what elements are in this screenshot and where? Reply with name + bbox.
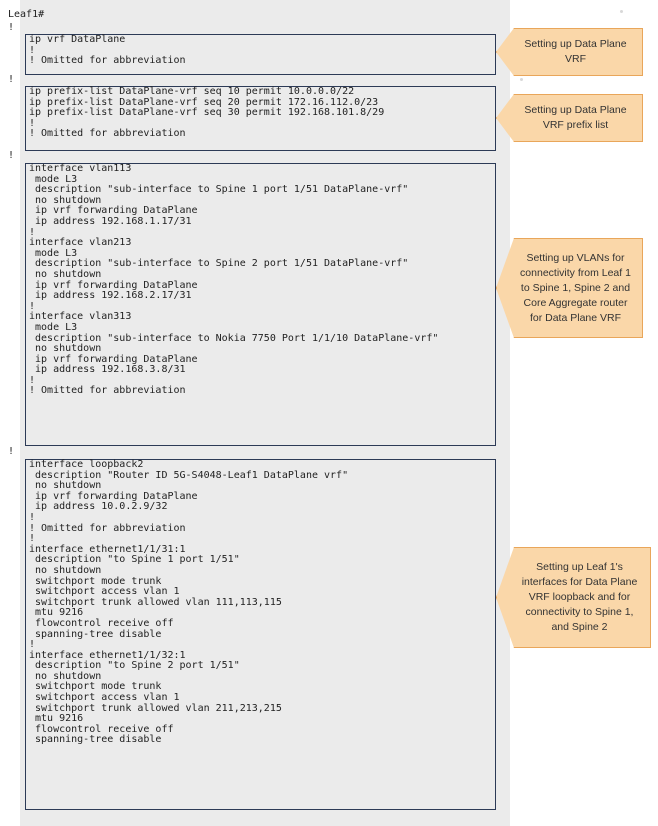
prefix-list-block: ip prefix-list DataPlane-vrf seq 10 perm… (25, 86, 496, 151)
callout-vrf: Setting up Data Plane VRF (496, 28, 643, 76)
separator-line: ! (8, 446, 15, 457)
interfaces-block: interface loopback2 description "Router … (25, 459, 496, 810)
prefix-list-block-text: ip prefix-list DataPlane-vrf seq 10 perm… (29, 86, 385, 140)
cli-prompt: Leaf1# (8, 9, 45, 20)
callout-vlans: Setting up VLANs for connectivity from L… (496, 238, 643, 338)
separator-line: ! (8, 74, 15, 85)
config-listing (20, 0, 510, 826)
vlan-block: interface vlan113 mode L3 description "s… (25, 163, 496, 446)
decorative-dot (520, 78, 523, 81)
separator-line: ! (8, 150, 15, 161)
vrf-block-text: ip vrf DataPlane ! ! Omitted for abbrevi… (29, 34, 186, 67)
vlan-block-text: interface vlan113 mode L3 description "s… (29, 163, 439, 397)
vrf-block: ip vrf DataPlane ! ! Omitted for abbrevi… (25, 34, 496, 75)
separator-line: ! (8, 22, 15, 33)
callout-prefix-list: Setting up Data Plane VRF prefix list (496, 94, 643, 142)
decorative-dot (620, 10, 623, 13)
callout-interfaces: Setting up Leaf 1's interfaces for Data … (496, 547, 651, 648)
interfaces-block-text: interface loopback2 description "Router … (29, 459, 349, 746)
